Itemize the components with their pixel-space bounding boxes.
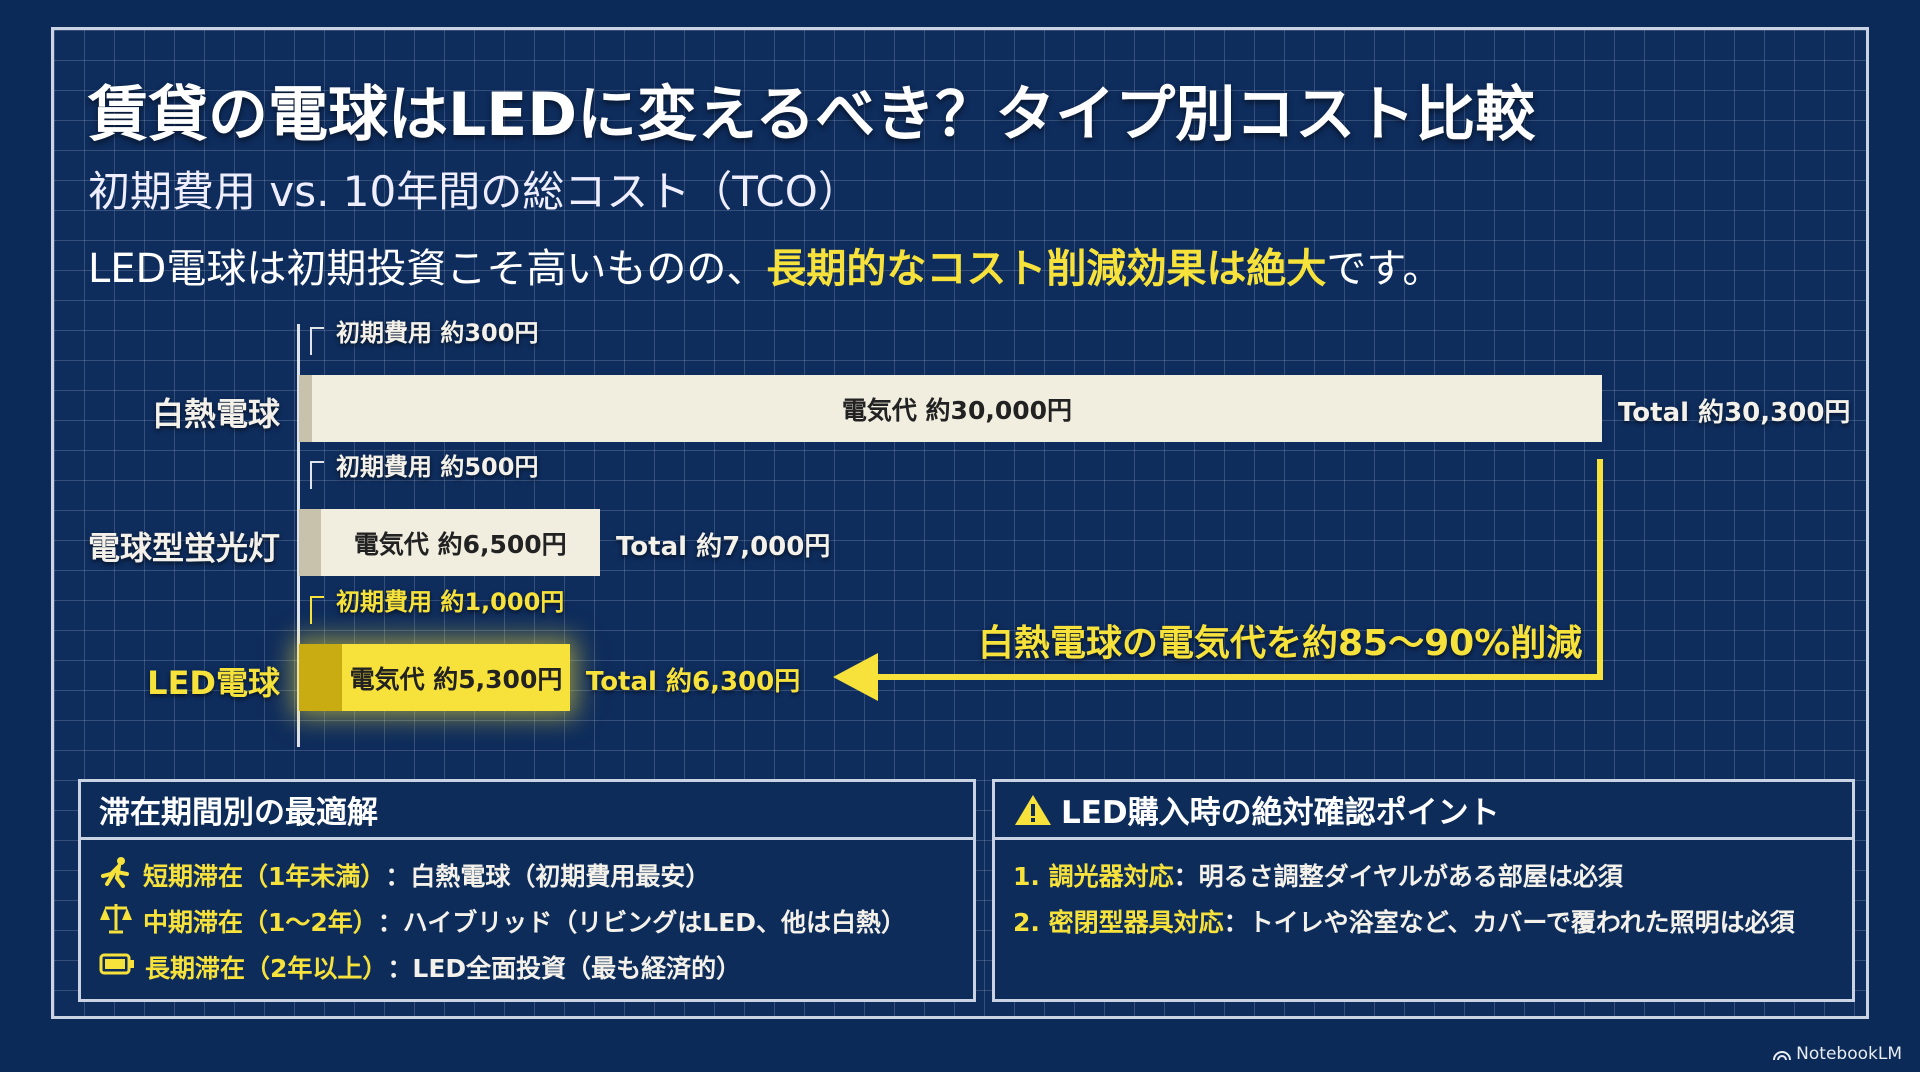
bar-segment-electricity: 電気代 約6,500円 <box>353 529 567 559</box>
running-person-icon <box>99 856 143 894</box>
notebooklm-logo-icon <box>1773 1051 1792 1061</box>
battery-icon <box>99 952 145 982</box>
bar-segment-initial <box>299 509 321 576</box>
bar-segment-electricity: 電気代 約30,000円 <box>841 395 1073 425</box>
brand-watermark: NotebookLM <box>1773 1044 1902 1064</box>
stay-period-box: 滞在期間別の最適解 短期滞在（1年未満）：白熱電球（初期費用最安）中期滞在（1〜… <box>78 779 976 1002</box>
check-detail: ：トイレや浴室など、カバーで覆われた照明は必須 <box>1223 908 1795 937</box>
stay-item: 長期滞在（2年以上）：LED全面投資（最も経済的） <box>81 944 973 990</box>
stay-recommendation: ：ハイブリッド（リビングはLED、他は白熱） <box>377 908 907 937</box>
stay-item: 短期滞在（1年未満）：白熱電球（初期費用最安） <box>81 852 973 898</box>
subtitle: 初期費用 vs. 10年間の総コスト（TCO） <box>88 167 860 216</box>
check-key: 1. 調光器対応 <box>1013 862 1174 891</box>
bar-incandescent: 電気代 約30,000円 <box>299 375 1602 442</box>
tagline-end: です。 <box>1326 246 1443 292</box>
led-check-box: LED購入時の絶対確認ポイント 1. 調光器対応：明るさ調整ダイヤルがある部屋は… <box>992 779 1855 1002</box>
bar-segment-initial <box>299 644 342 711</box>
chart-axis <box>297 324 300 747</box>
stay-period: 短期滞在（1年未満） <box>143 862 386 891</box>
bar-segment-initial <box>299 375 312 442</box>
warning-icon <box>1015 794 1051 825</box>
brand-label: NotebookLM <box>1796 1044 1902 1064</box>
init-tick <box>310 596 324 624</box>
arrow-line <box>870 459 1603 680</box>
page-title: 賃貸の電球はLEDに変えるべき？タイプ別コスト比較 <box>88 80 1536 150</box>
row-label-incandescent: 白熱電球 <box>151 395 280 433</box>
row-label-led: LED電球 <box>147 664 280 702</box>
init-cost-label: 初期費用 約500円 <box>336 453 539 481</box>
tagline: LED電球は初期投資こそ高いものの、長期的なコスト削減効果は絶大です。 <box>88 236 1442 294</box>
arrow-head-icon <box>833 653 878 701</box>
stay-period: 長期滞在（2年以上） <box>145 954 388 983</box>
balance-scale-icon <box>99 902 143 940</box>
check-item: 1. 調光器対応：明るさ調整ダイヤルがある部屋は必須 <box>995 852 1852 898</box>
init-cost-label: 初期費用 約1,000円 <box>336 588 565 616</box>
reduction-annotation: 白熱電球の電気代を約85〜90%削減 <box>978 623 1583 664</box>
check-item: 2. 密閉型器具対応：トイレや浴室など、カバーで覆われた照明は必須 <box>995 898 1852 944</box>
bar-segment-electricity: 電気代 約5,300円 <box>349 664 563 694</box>
init-tick <box>310 461 324 489</box>
row-label-fluorescent: 電球型蛍光灯 <box>87 529 280 567</box>
tagline-text: LED電球は初期投資こそ高いものの、 <box>88 246 767 292</box>
total-label: Total 約6,300円 <box>585 667 801 697</box>
check-key: 2. 密閉型器具対応 <box>1013 908 1224 937</box>
total-label: Total 約7,000円 <box>616 532 831 562</box>
init-cost-label: 初期費用 約300円 <box>336 319 539 347</box>
total-label: Total 約30,300円 <box>1618 398 1851 428</box>
check-box-header: LED購入時の絶対確認ポイント <box>995 782 1852 840</box>
stay-recommendation: ：LED全面投資（最も経済的） <box>387 954 742 983</box>
stay-period: 中期滞在（1〜2年） <box>143 908 378 937</box>
check-detail: ：明るさ調整ダイヤルがある部屋は必須 <box>1173 862 1623 891</box>
bar-fluorescent: 電気代 約6,500円 <box>299 509 601 576</box>
stay-recommendation: ：白熱電球（初期費用最安） <box>385 862 711 891</box>
init-tick <box>310 327 324 355</box>
tagline-highlight: 長期的なコスト削減効果は絶大 <box>766 246 1327 292</box>
stay-box-title: 滞在期間別の最適解 <box>81 782 973 840</box>
stay-item: 中期滞在（1〜2年）：ハイブリッド（リビングはLED、他は白熱） <box>81 898 973 944</box>
bar-led: 電気代 約5,300円 <box>299 644 570 711</box>
check-box-title: LED購入時の絶対確認ポイント <box>1061 795 1500 831</box>
